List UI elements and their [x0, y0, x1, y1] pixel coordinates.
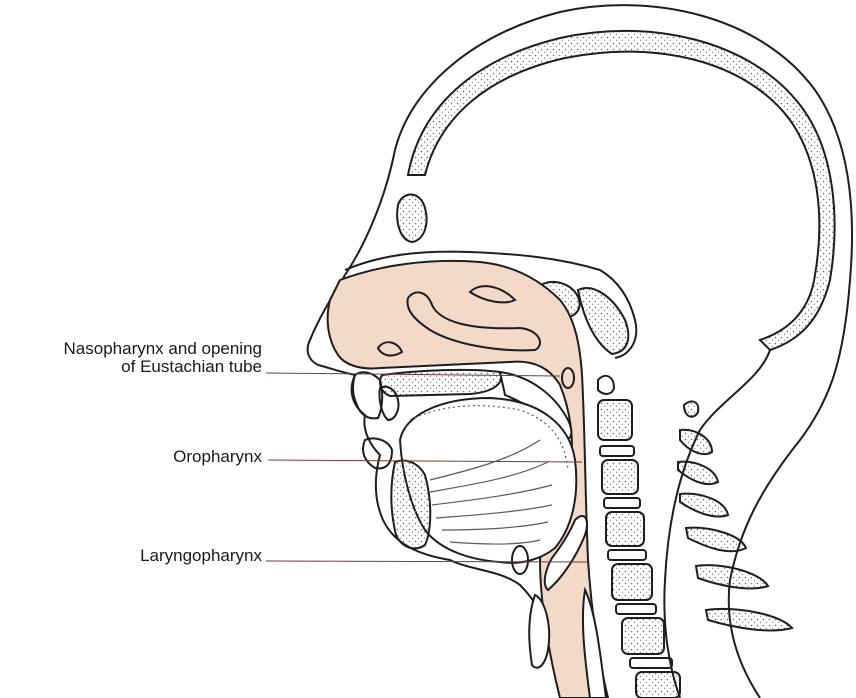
spinous-processes: [678, 401, 792, 630]
laryngopharynx-label: Laryngopharynx: [0, 547, 262, 565]
nasopharynx-label: Nasopharynx and opening of Eustachian tu…: [0, 340, 262, 376]
nasopharynx-label-line2: of Eustachian tube: [0, 358, 262, 376]
mandible: [391, 461, 430, 549]
neck-outline: [664, 350, 770, 698]
frontal-sinus: [397, 194, 426, 242]
oropharynx-label: Oropharynx: [0, 448, 262, 466]
hard-palate: [380, 370, 501, 396]
nasopharynx-label-line1: Nasopharynx and opening: [0, 340, 262, 358]
upper-lip: [353, 372, 382, 418]
clivus: [578, 288, 628, 354]
